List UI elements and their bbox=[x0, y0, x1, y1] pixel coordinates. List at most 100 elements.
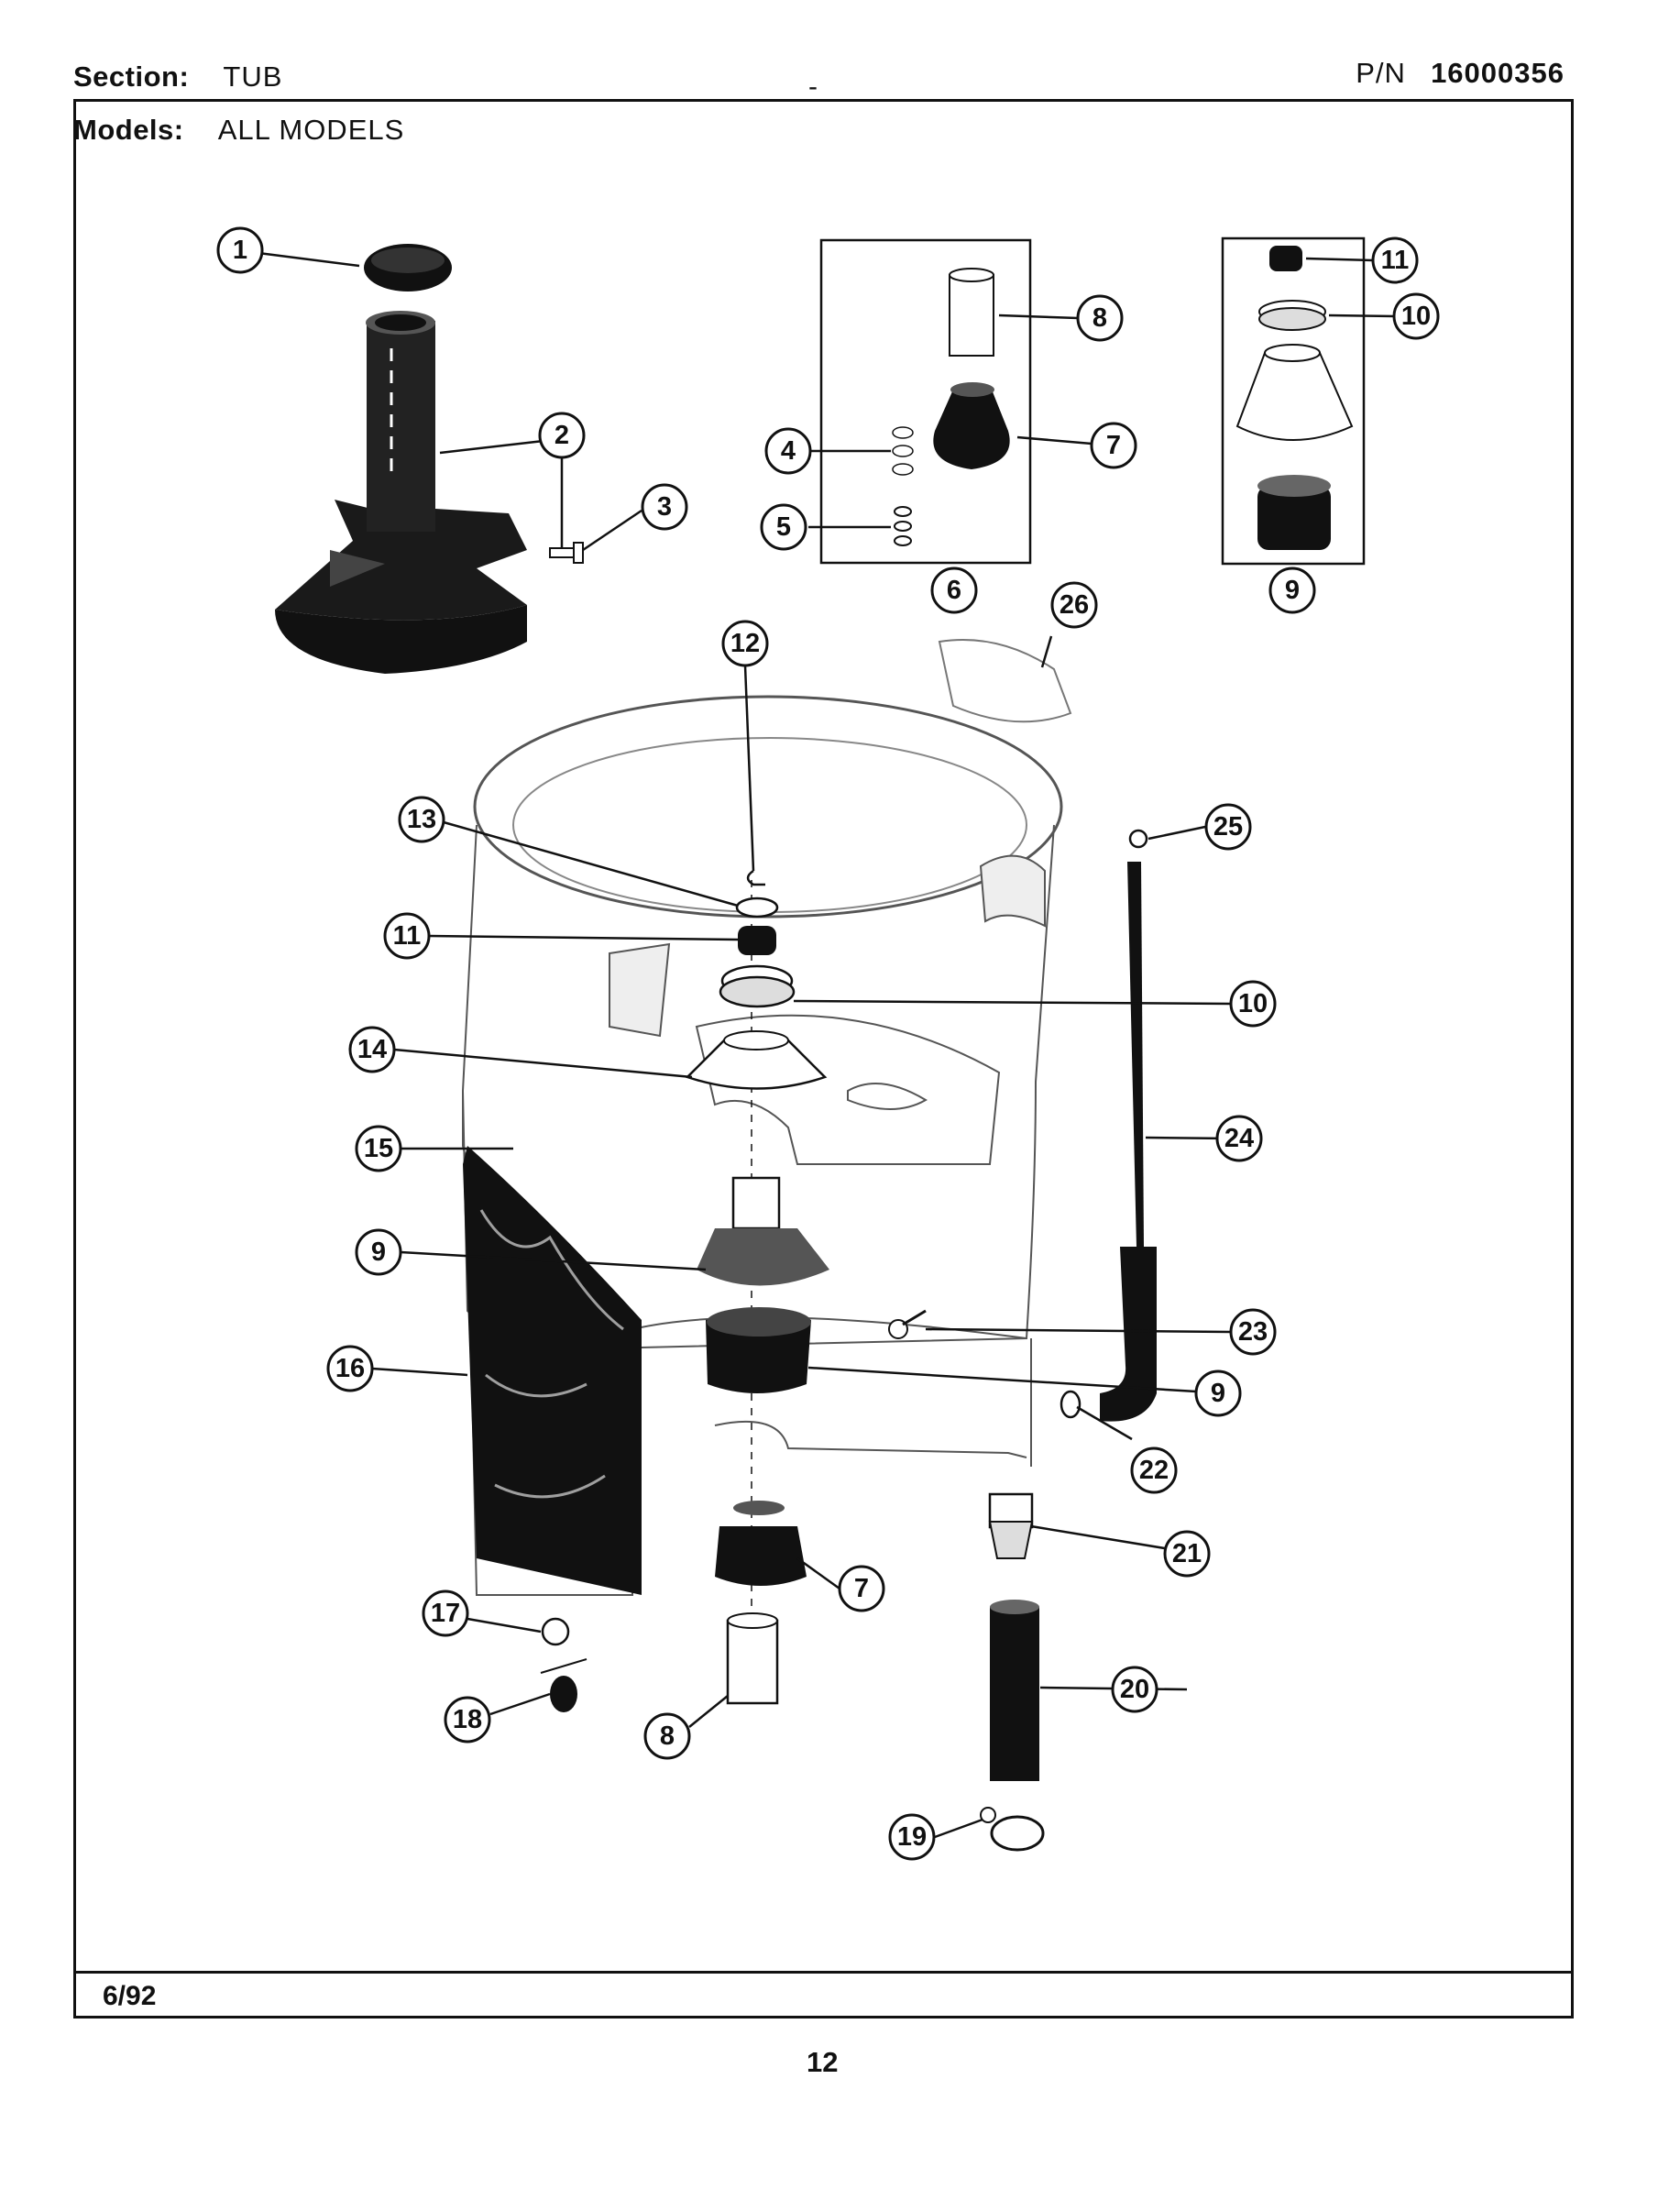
washers-part bbox=[892, 426, 914, 476]
plug-part bbox=[550, 1676, 577, 1712]
callout-20: 20 bbox=[1111, 1666, 1158, 1713]
callout-15-label: 15 bbox=[364, 1134, 393, 1163]
bearing-part bbox=[706, 1307, 811, 1393]
kit-seal-part bbox=[1269, 246, 1302, 271]
agitator-part bbox=[275, 311, 527, 674]
washer-part bbox=[735, 896, 779, 918]
callout-11: 11 bbox=[383, 912, 431, 960]
header-separator: - bbox=[808, 72, 818, 102]
kit-box-6 bbox=[819, 238, 1032, 565]
callout-11-kit: 11 bbox=[1371, 236, 1419, 284]
callout-7-kit-label: 7 bbox=[1106, 431, 1121, 460]
agitator-cap-part bbox=[364, 244, 452, 292]
retaining-ring-part bbox=[746, 869, 765, 886]
callout-18-label: 18 bbox=[453, 1705, 482, 1734]
callout-19: 19 bbox=[888, 1813, 936, 1861]
o-ring-part bbox=[1060, 1390, 1082, 1419]
callout-19-label: 19 bbox=[897, 1822, 927, 1852]
callout-26-label: 26 bbox=[1060, 590, 1089, 620]
callout-10-kit: 10 bbox=[1392, 292, 1440, 340]
callout-26: 26 bbox=[1050, 581, 1098, 629]
callout-16: 16 bbox=[326, 1345, 374, 1392]
callout-23-label: 23 bbox=[1238, 1317, 1268, 1347]
exploded-parts-diagram: 1 2 3 4 5 6 7 8 9 10 11 12 13 11 10 14 1… bbox=[216, 226, 1440, 1861]
callout-12: 12 bbox=[721, 620, 769, 667]
section-value: TUB bbox=[223, 60, 283, 93]
callout-9-kit-label: 9 bbox=[1285, 576, 1300, 605]
callout-15: 15 bbox=[355, 1125, 402, 1172]
callout-8-kit-label: 8 bbox=[1093, 303, 1107, 333]
callout-11-kit-label: 11 bbox=[1381, 246, 1410, 275]
callout-9-lower-label: 9 bbox=[1211, 1379, 1225, 1408]
callout-17: 17 bbox=[422, 1590, 469, 1637]
revision-date: 6/92 bbox=[103, 1981, 157, 2011]
lower-hub-part bbox=[715, 1501, 807, 1586]
kit-bearing-part bbox=[1257, 475, 1331, 550]
callout-10: 10 bbox=[1229, 980, 1277, 1028]
leader-lines bbox=[258, 251, 1396, 1839]
models-heading: Models: ALL MODELS bbox=[73, 114, 404, 147]
hub-part bbox=[933, 382, 1010, 469]
callout-12-label: 12 bbox=[730, 629, 760, 658]
callout-9-lower: 9 bbox=[1194, 1370, 1242, 1417]
callout-8-kit: 8 bbox=[1076, 294, 1124, 342]
clamp-part bbox=[540, 1617, 587, 1674]
drain-fitting-part bbox=[988, 1492, 1034, 1559]
callout-25: 25 bbox=[1204, 803, 1252, 851]
callout-13: 13 bbox=[398, 796, 445, 843]
callout-3-label: 3 bbox=[657, 492, 672, 522]
callout-2-label: 2 bbox=[555, 421, 569, 450]
kit-nut-part bbox=[1258, 300, 1326, 331]
callout-24: 24 bbox=[1215, 1115, 1263, 1162]
callout-20-label: 20 bbox=[1120, 1675, 1149, 1704]
callout-6-label: 6 bbox=[947, 576, 961, 605]
callout-5-label: 5 bbox=[776, 512, 791, 542]
callout-7-label: 7 bbox=[854, 1574, 869, 1603]
drain-hose-part bbox=[1100, 862, 1157, 1422]
models-label: Models: bbox=[73, 114, 184, 146]
tube-clamp-part bbox=[980, 1807, 1045, 1852]
callout-9-label: 9 bbox=[371, 1238, 386, 1267]
callout-3: 3 bbox=[641, 483, 688, 531]
callout-2: 2 bbox=[538, 412, 586, 459]
seal-part bbox=[738, 926, 776, 955]
part-number-label: P/N bbox=[1356, 57, 1406, 89]
nuts-part bbox=[894, 506, 912, 546]
callout-14-label: 14 bbox=[357, 1035, 387, 1064]
callout-23: 23 bbox=[1229, 1308, 1277, 1356]
callout-1-label: 1 bbox=[233, 236, 247, 265]
kit-cone-part bbox=[1235, 344, 1354, 441]
callout-10-kit-label: 10 bbox=[1401, 302, 1431, 331]
callout-6: 6 bbox=[930, 566, 978, 614]
callout-13-label: 13 bbox=[407, 805, 436, 834]
callout-22-label: 22 bbox=[1139, 1456, 1169, 1485]
lower-sleeve-part bbox=[726, 1612, 779, 1705]
callout-24-label: 24 bbox=[1224, 1124, 1254, 1153]
nut-part bbox=[719, 964, 796, 1008]
kit-box-9 bbox=[1221, 236, 1366, 566]
callout-25-label: 25 bbox=[1213, 812, 1243, 842]
callout-4: 4 bbox=[764, 427, 812, 475]
callout-4-label: 4 bbox=[781, 436, 796, 466]
callout-21-label: 21 bbox=[1172, 1539, 1202, 1568]
callout-7: 7 bbox=[838, 1565, 885, 1612]
cone-part bbox=[685, 1030, 828, 1090]
callout-8-label: 8 bbox=[660, 1722, 675, 1751]
drain-tube-part bbox=[990, 1600, 1039, 1781]
callout-14: 14 bbox=[348, 1026, 396, 1073]
hose-clamp-part bbox=[1128, 829, 1148, 849]
bolt-part bbox=[549, 542, 584, 564]
callout-9-kit: 9 bbox=[1268, 566, 1316, 614]
diagram-frame bbox=[73, 99, 1574, 2018]
bearing-housing-part bbox=[697, 1176, 829, 1286]
callout-16-label: 16 bbox=[335, 1354, 365, 1383]
callout-17-label: 17 bbox=[431, 1599, 460, 1628]
callout-10-label: 10 bbox=[1238, 989, 1268, 1018]
callout-1: 1 bbox=[216, 226, 264, 274]
callout-11-label: 11 bbox=[393, 921, 422, 951]
callout-5: 5 bbox=[760, 503, 807, 551]
section-label: Section: bbox=[73, 60, 190, 93]
callout-22: 22 bbox=[1130, 1446, 1178, 1494]
callout-9: 9 bbox=[355, 1228, 402, 1276]
screw-part bbox=[888, 1309, 927, 1339]
